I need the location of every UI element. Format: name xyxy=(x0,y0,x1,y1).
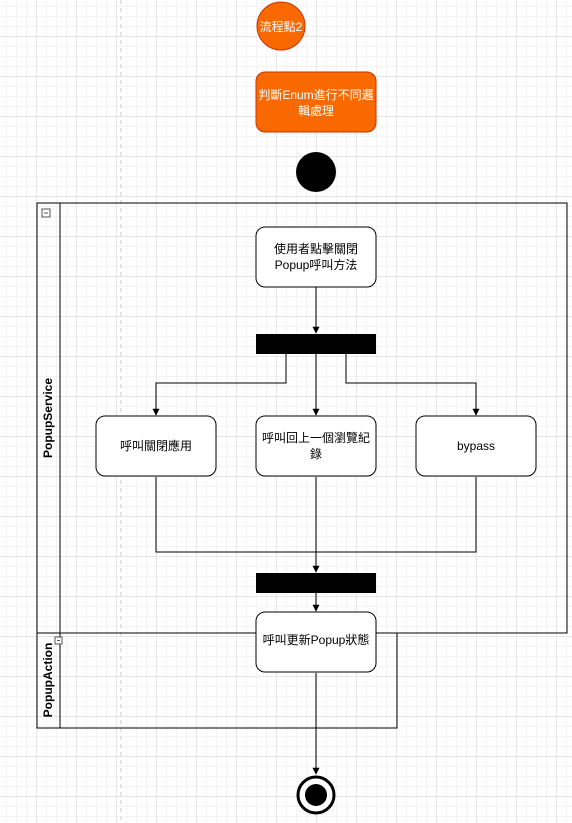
collapse-icon[interactable] xyxy=(41,208,51,218)
bypass-action[interactable]: bypass xyxy=(415,415,537,477)
swimlane-popup-action[interactable]: PopupAction xyxy=(36,632,398,729)
initial-node[interactable] xyxy=(296,152,336,192)
update-state-action[interactable]: 呼叫更新Popup狀態 xyxy=(255,611,377,673)
go-back-action[interactable]: 呼叫回上一個瀏覽紀 錄 xyxy=(255,415,377,477)
collapse-icon[interactable] xyxy=(54,636,63,645)
fork-bar[interactable] xyxy=(256,334,376,354)
call-method-label-line1: 使用者點擊關閉 xyxy=(274,241,358,256)
edge-close-app-to-join xyxy=(155,477,316,553)
edge-bypass-to-join xyxy=(316,477,477,553)
update-state-label: 呼叫更新Popup狀態 xyxy=(263,632,370,647)
edge-fork-to-bypass xyxy=(345,354,480,416)
flow-point-node[interactable]: 流程點2 xyxy=(256,1,306,51)
swimlane-popup-action-frame xyxy=(36,632,398,729)
close-app-label: 呼叫關閉應用 xyxy=(120,438,192,453)
call-method-action[interactable]: 使用者點擊關閉 Popup呼叫方法 xyxy=(255,226,377,288)
bypass-label: bypass xyxy=(457,439,495,453)
call-method-label-line2: Popup呼叫方法 xyxy=(275,257,358,272)
flow-point-label: 流程點2 xyxy=(260,19,303,34)
swimlane-popup-service-label: PopupService xyxy=(41,378,55,458)
join-bar[interactable] xyxy=(256,573,376,593)
edge-fork-to-close-app xyxy=(152,354,287,416)
enum-decision-node[interactable]: 判斷Enum進行不同邏 輯處理 xyxy=(255,71,377,133)
go-back-label-line1: 呼叫回上一個瀏覽紀 xyxy=(262,430,370,445)
close-app-action[interactable]: 呼叫關閉應用 xyxy=(95,415,217,477)
enum-decision-label-line2: 輯處理 xyxy=(298,104,334,118)
edges xyxy=(152,287,480,775)
go-back-label-line2: 錄 xyxy=(310,446,322,461)
enum-decision-label-line1: 判斷Enum進行不同邏 xyxy=(258,88,373,102)
swimlane-popup-action-label: PopupAction xyxy=(41,643,55,718)
final-node[interactable] xyxy=(296,775,336,815)
